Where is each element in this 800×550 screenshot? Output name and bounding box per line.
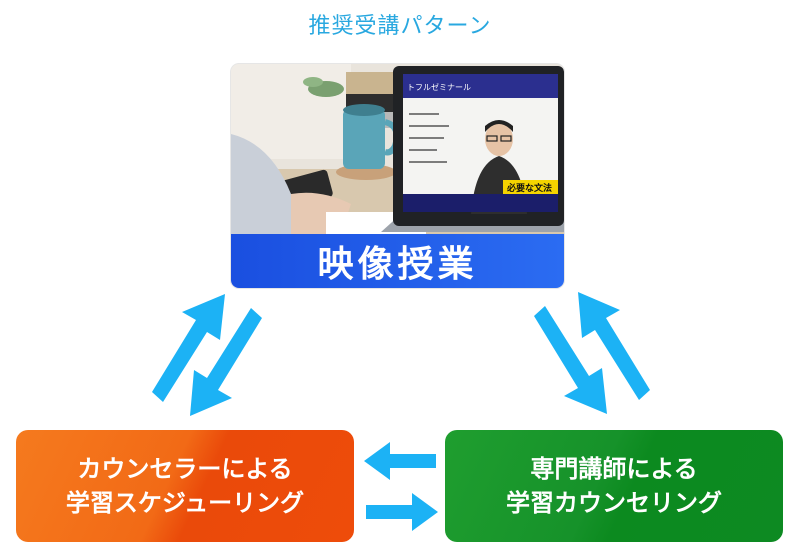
scheduling-box: カウンセラーによる 学習スケジューリング: [16, 430, 354, 542]
screen-corner-text: トフルゼミナール: [407, 82, 471, 92]
screen-caption-text: 必要な文法: [506, 182, 552, 194]
arrow-down-right-right: [534, 306, 607, 414]
counseling-box: 専門講師による 学習カウンセリング: [445, 430, 783, 542]
diagram-title: 推奨受講パターン: [308, 14, 492, 39]
scheduling-line2: 学習スケジューリング: [65, 489, 305, 517]
arrow-down-left-left: [190, 308, 262, 416]
lesson-photo: トフルゼミナール 必要な文法: [231, 64, 564, 234]
arrow-right-horizontal: [366, 493, 438, 531]
arrow-left-horizontal: [364, 442, 436, 480]
video-lesson-banner: 映像授業: [231, 234, 564, 288]
counseling-line1: 専門講師による: [530, 455, 698, 483]
video-lesson-card: トフルゼミナール 必要な文法 映像授業: [231, 64, 564, 288]
arrow-up-right-left: [152, 294, 225, 402]
video-lesson-label: 映像授業: [317, 244, 478, 285]
arrow-up-left-right: [578, 292, 650, 400]
counseling-line2: 学習カウンセリング: [506, 489, 722, 517]
scheduling-line1: カウンセラーによる: [77, 455, 293, 483]
